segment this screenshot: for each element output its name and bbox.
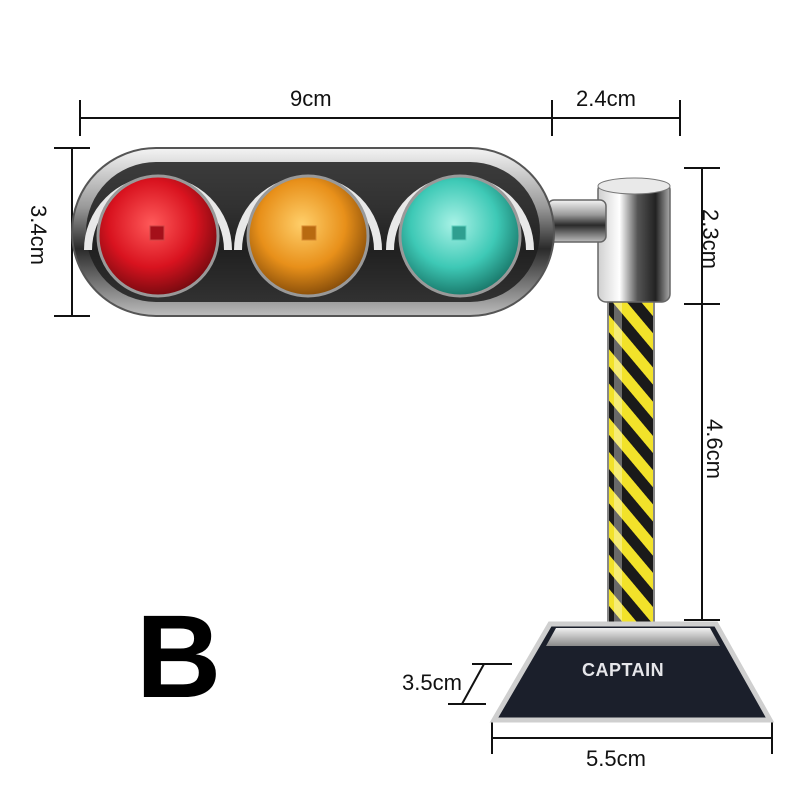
base: [489, 621, 775, 723]
pole: [607, 297, 655, 629]
dim-base-height: 3.5cm: [402, 670, 462, 695]
dim-head-width: 9cm: [290, 86, 332, 111]
dim-arm-length: 2.4cm: [576, 86, 636, 111]
dim-base-width: 5.5cm: [586, 746, 646, 771]
lamp-green: [398, 174, 522, 298]
brand-label: CAPTAIN: [582, 660, 665, 680]
dim-collar-height: 2.3cm: [697, 209, 723, 269]
dim-head-height: 3.4cm: [25, 205, 51, 265]
lamp-red: [96, 174, 220, 298]
dim-pole-height: 4.6cm: [701, 419, 727, 479]
pole-collar: [597, 177, 671, 303]
lamp-amber: [246, 174, 370, 298]
variant-letter: B: [136, 591, 222, 723]
arm: [547, 199, 607, 243]
